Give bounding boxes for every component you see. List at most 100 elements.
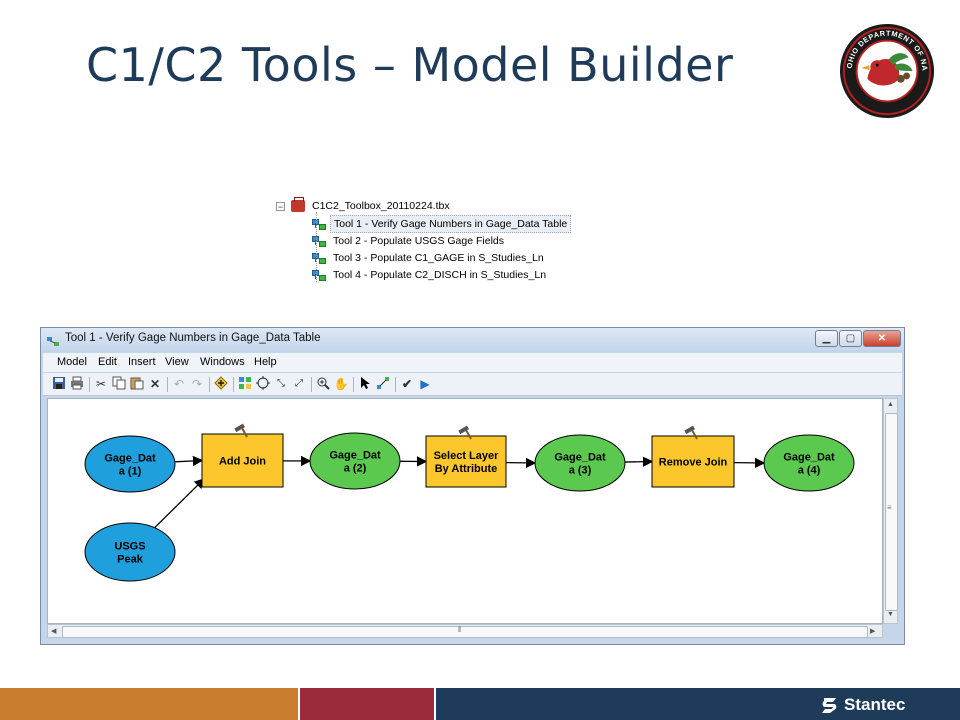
undo-icon[interactable]: ↶ <box>173 377 185 391</box>
model-node-gage-data-3[interactable]: Gage_Data (3) <box>534 434 626 492</box>
copy-icon[interactable] <box>111 376 127 392</box>
horizontal-scrollbar[interactable]: ◀ ⦀ ▶ <box>47 624 883 638</box>
vertical-scroll-thumb[interactable] <box>885 413 898 611</box>
tree-item-tool-4[interactable]: Tool 4 - Populate C2_DISCH in S_Studies_… <box>312 267 549 283</box>
tree-item-tool-2[interactable]: Tool 2 - Populate USGS Gage Fields <box>312 233 507 249</box>
toolbox-node[interactable]: − C1C2_Toolbox_20110224.tbx <box>276 197 453 214</box>
scroll-up-icon[interactable]: ▲ <box>887 401 894 408</box>
footer-bar: Stantec <box>0 688 960 720</box>
tree-item-tool-3[interactable]: Tool 3 - Populate C1_GAGE in S_Studies_L… <box>312 250 547 266</box>
menu-edit[interactable]: Edit <box>98 356 117 368</box>
tree-item-label: Tool 1 - Verify Gage Numbers in Gage_Dat… <box>330 215 572 233</box>
pan-icon[interactable]: ✋ <box>333 377 349 391</box>
horizontal-scroll-thumb[interactable] <box>62 626 868 638</box>
minimize-button[interactable]: ▁ <box>815 330 838 347</box>
footer-band-orange <box>0 688 298 720</box>
node-label: Peak <box>117 554 144 566</box>
node-label: a (1) <box>119 466 142 478</box>
print-icon[interactable] <box>69 376 85 392</box>
save-icon[interactable] <box>51 376 67 392</box>
run-icon[interactable]: ▶ <box>420 377 430 391</box>
model-node-gage-data-4[interactable]: Gage_Data (4) <box>763 434 855 492</box>
add-data-icon[interactable] <box>213 376 229 392</box>
scroll-left-icon[interactable]: ◀ <box>51 628 57 635</box>
menu-view[interactable]: View <box>165 356 189 368</box>
node-label: Gage_Dat <box>104 453 156 465</box>
derived-data-ellipse[interactable] <box>534 434 626 492</box>
node-label: a (4) <box>798 465 821 477</box>
connect-icon[interactable] <box>375 376 391 392</box>
model-node-add-join[interactable]: Add Join <box>201 423 284 488</box>
hammer-icon <box>684 425 698 440</box>
maximize-button[interactable]: ▢ <box>839 330 862 347</box>
model-tool-icon <box>312 269 326 281</box>
menu-model[interactable]: Model <box>57 356 87 368</box>
tree-item-label: Tool 3 - Populate C1_GAGE in S_Studies_L… <box>333 252 544 264</box>
tool-rectangle[interactable] <box>651 435 735 488</box>
connector-gage-data-1-to-add-join[interactable] <box>174 455 204 467</box>
auto-layout-icon[interactable] <box>237 376 253 392</box>
node-label: a (2) <box>344 463 367 475</box>
menu-help[interactable]: Help <box>254 356 277 368</box>
tree-item-label: Tool 2 - Populate USGS Gage Fields <box>333 235 505 247</box>
model-node-remove-join[interactable]: Remove Join <box>651 425 735 488</box>
delete-icon[interactable]: ✕ <box>149 377 161 391</box>
model-node-gage-data-1[interactable]: Gage_Data (1) <box>84 435 176 493</box>
input-data-ellipse[interactable] <box>84 435 176 493</box>
footer-band-navy <box>436 688 960 720</box>
derived-data-ellipse[interactable] <box>763 434 855 492</box>
stantec-wordmark: Stantec <box>844 695 906 714</box>
model-tool-icon <box>312 252 326 264</box>
window-titlebar[interactable]: Tool 1 - Verify Gage Numbers in Gage_Dat… <box>41 328 904 352</box>
collapse-expander-icon[interactable]: − <box>276 201 285 212</box>
tool-rectangle[interactable] <box>201 433 284 488</box>
select-icon[interactable] <box>357 376 373 392</box>
hammer-icon <box>234 423 248 438</box>
paste-icon[interactable] <box>129 376 145 392</box>
ohio-dnr-seal-icon: OHIO DEPARTMENT OF NATURAL RESOURCES <box>835 15 935 119</box>
model-tool-icon <box>312 218 326 230</box>
toolbar: ✂ ✕ ↶ ↷ ⤡ ⤢ ✋ ✔ ▶ <box>43 373 902 396</box>
window-title: Tool 1 - Verify Gage Numbers in Gage_Dat… <box>65 332 321 344</box>
connector-gage-data-3-to-remove-join[interactable] <box>624 456 654 467</box>
toolbar-separator <box>311 377 312 392</box>
model-node-gage-data-2[interactable]: Gage_Data (2) <box>309 432 401 490</box>
scroll-grip-icon: ≡ <box>887 503 892 512</box>
scroll-right-icon[interactable]: ▶ <box>870 628 876 635</box>
node-label: USGS <box>114 541 145 553</box>
tool-rectangle[interactable] <box>425 435 507 488</box>
tree-item-cropped <box>292 284 412 290</box>
maximize-icon: ▢ <box>845 333 856 344</box>
node-label: Gage_Dat <box>329 450 381 462</box>
tree-item-tool-1[interactable]: Tool 1 - Verify Gage Numbers in Gage_Dat… <box>312 215 572 233</box>
redo-icon[interactable]: ↷ <box>191 377 203 391</box>
zoom-in-icon[interactable] <box>315 376 331 392</box>
toolbox-icon <box>291 197 305 212</box>
close-button[interactable]: ✕ <box>863 330 901 347</box>
toolbar-separator <box>209 377 210 392</box>
vertical-scrollbar[interactable]: ▲ ≡ ▼ <box>883 398 898 624</box>
node-label: Gage_Dat <box>783 452 835 464</box>
zoom-in-fixed-icon[interactable]: ⤡ <box>277 378 285 389</box>
menu-bar: Model Edit Insert View Windows Help <box>43 353 902 372</box>
tree-guide-line <box>316 212 317 282</box>
menu-windows[interactable]: Windows <box>200 356 245 368</box>
derived-data-ellipse[interactable] <box>309 432 401 490</box>
input-data-ellipse[interactable] <box>84 522 176 582</box>
menu-insert[interactable]: Insert <box>128 356 156 368</box>
node-label: a (3) <box>569 465 592 477</box>
toolbox-name: C1C2_Toolbox_20110224.tbx <box>312 200 450 212</box>
validate-icon[interactable]: ✔ <box>401 377 413 391</box>
connector-usgs-peak-to-add-join[interactable] <box>154 478 205 529</box>
model-tool-icon <box>312 235 326 247</box>
zoom-out-fixed-icon[interactable]: ⤢ <box>295 378 303 389</box>
ohio-dnr-logo: OHIO DEPARTMENT OF NATURAL RESOURCES <box>835 15 936 120</box>
minimize-icon: ▁ <box>822 333 831 344</box>
full-extent-icon[interactable] <box>255 376 271 392</box>
cut-icon[interactable]: ✂ <box>95 377 107 391</box>
scroll-down-icon[interactable]: ▼ <box>887 611 894 618</box>
